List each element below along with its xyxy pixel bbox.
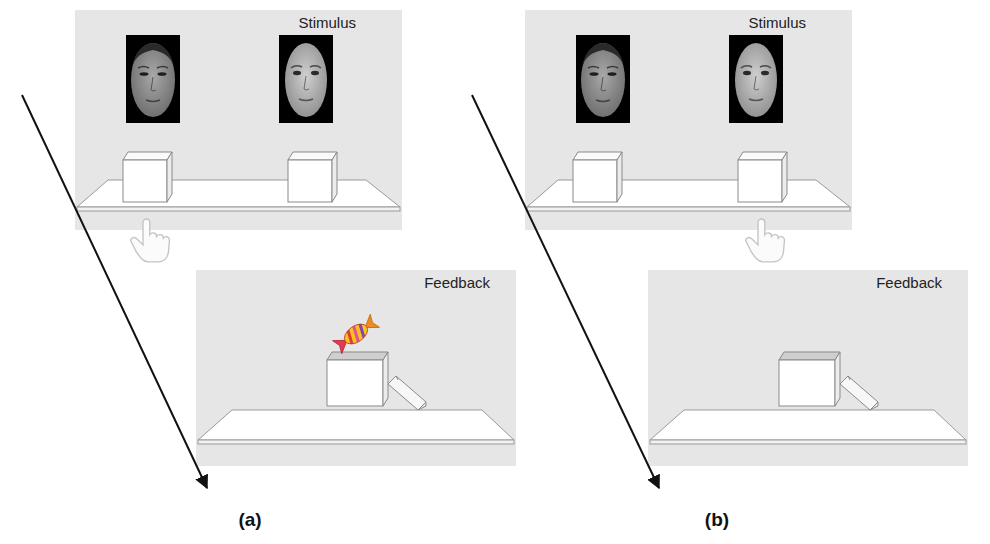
panel-heading: Feedback xyxy=(876,274,942,292)
stimulus-scene xyxy=(525,10,852,230)
stage-panel: Stimulus xyxy=(525,10,852,230)
stage-panel: Stimulus xyxy=(75,10,402,230)
time-arrow xyxy=(22,95,207,488)
candy-reward xyxy=(332,313,380,354)
pointing-hand xyxy=(746,219,785,262)
panel-heading: Stimulus xyxy=(298,14,356,32)
candy-reward xyxy=(341,320,371,348)
panel-letter: (a) xyxy=(238,509,261,531)
time-arrow xyxy=(472,95,659,488)
candy-reward xyxy=(341,320,371,348)
candy-reward xyxy=(354,321,369,339)
pointing-hand xyxy=(131,219,170,262)
feedback-scene xyxy=(648,270,968,466)
stage-panel: Feedback xyxy=(648,270,968,466)
stimulus-scene xyxy=(75,10,402,230)
stage-panel: Feedback xyxy=(196,270,516,466)
panel-heading: Stimulus xyxy=(748,14,806,32)
feedback-scene xyxy=(196,270,516,466)
panel-heading: Feedback xyxy=(424,274,490,292)
panel-letter: (b) xyxy=(705,509,729,531)
